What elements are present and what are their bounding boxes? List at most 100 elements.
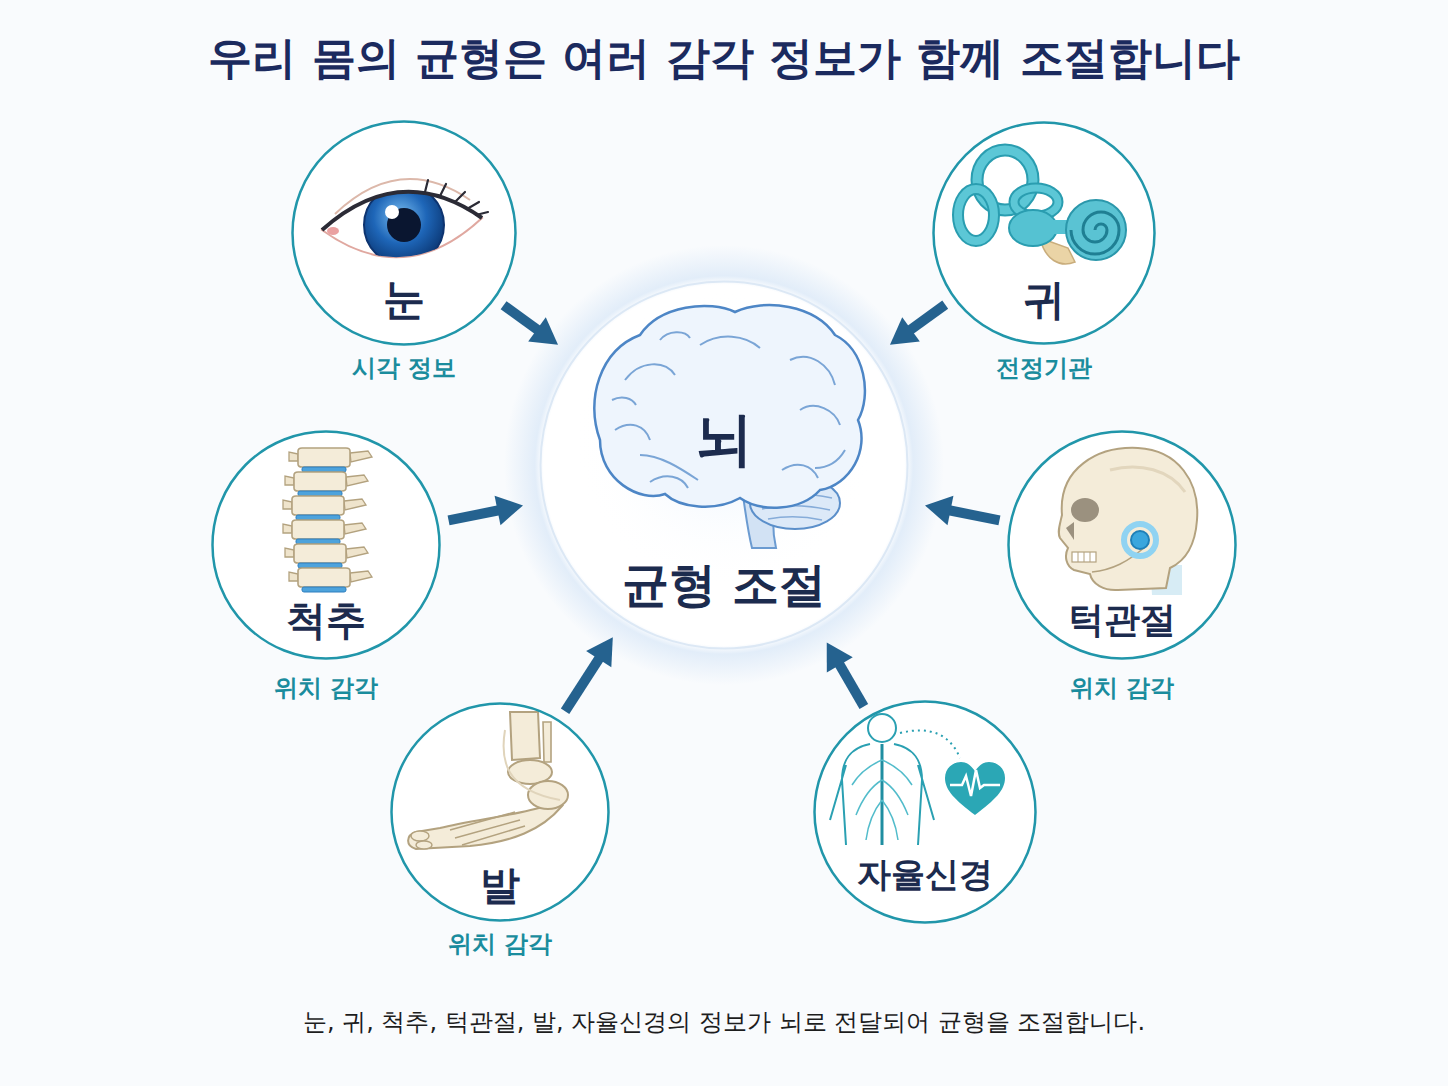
node-sublabel: 위치 감각 — [1070, 674, 1174, 703]
nerve-illustration — [830, 714, 1005, 845]
brain-illustration — [612, 332, 845, 488]
circle-ground — [932, 121, 1156, 345]
sense-circle: 턱관절위치 감각 — [1007, 430, 1237, 660]
circle-ground — [813, 700, 1037, 924]
spine-illustration — [283, 448, 372, 592]
eye-illustration — [385, 205, 399, 219]
title-band: 우리 몸의 균형은 여러 감각 정보가 함께 조절합니다 — [0, 32, 1448, 85]
inner-ear-illustration — [1009, 210, 1057, 246]
skull-illustration — [1131, 531, 1149, 549]
circle-outline — [213, 432, 440, 659]
nerve-illustration — [945, 762, 1005, 815]
skull-illustration — [1072, 552, 1096, 562]
skull-illustration — [1059, 448, 1198, 590]
signal-arrow — [565, 637, 613, 711]
arrow-head — [495, 496, 523, 525]
signal-arrow — [504, 305, 558, 344]
spine-illustration — [289, 448, 372, 472]
arrow-shaft — [908, 305, 945, 332]
inner-ear-illustration — [1071, 212, 1119, 254]
foot-illustration — [504, 730, 560, 800]
foot-illustration — [416, 841, 432, 849]
signal-arrow — [925, 496, 999, 525]
circle-ground — [211, 430, 441, 660]
eye-illustration — [425, 180, 488, 215]
node-sublabel: 위치 감각 — [274, 674, 378, 703]
sense-circle: 눈시각 정보 — [291, 120, 517, 346]
hub-glow — [504, 245, 944, 685]
arrow-shaft — [838, 661, 864, 706]
foot-illustration — [528, 781, 568, 809]
signal-arrow — [827, 642, 864, 706]
spine-illustration — [285, 472, 368, 496]
skull-illustration — [1092, 546, 1146, 572]
circle-ground — [1007, 430, 1237, 660]
arrow-shaft — [565, 656, 601, 711]
nerve-illustration — [868, 714, 896, 742]
arrow-shaft — [947, 510, 1000, 521]
sense-circle: 척추위치 감각 — [211, 430, 441, 660]
inner-ear-illustration — [958, 189, 994, 241]
circle-outline — [392, 704, 609, 921]
diagram-title: 우리 몸의 균형은 여러 감각 정보가 함께 조절합니다 — [208, 32, 1239, 85]
spine-illustration — [283, 520, 366, 544]
brain-illustration — [594, 305, 865, 508]
nerve-illustration — [852, 760, 912, 840]
nerve-illustration — [950, 770, 1000, 796]
node-label: 눈 — [383, 275, 425, 325]
node-label: 자율신경 — [857, 854, 993, 895]
circle-ground — [390, 702, 610, 922]
sense-circle: 귀전정기관 — [932, 121, 1156, 345]
circle-outline — [293, 122, 516, 345]
arrow-shaft — [504, 305, 541, 332]
foot-illustration — [543, 722, 551, 762]
hub-glow — [504, 245, 944, 685]
eye-illustration — [327, 227, 339, 235]
inner-ear-illustration — [1066, 200, 1126, 260]
signal-arrow — [449, 496, 523, 525]
inner-ear-illustration — [958, 150, 1126, 264]
skull-illustration — [1059, 448, 1198, 595]
skull-illustration — [1078, 552, 1090, 562]
diagram-caption: 눈, 귀, 척추, 턱관절, 발, 자율신경의 정보가 뇌로 전달되어 균형을 … — [303, 1008, 1145, 1037]
arrow-shaft — [449, 510, 502, 521]
brain-hub: 뇌균형 조절 — [539, 280, 909, 650]
node-label: 귀 — [1023, 275, 1065, 325]
node-sublabel: 위치 감각 — [448, 930, 552, 959]
arrow-head — [528, 317, 558, 344]
node-label: 척추 — [286, 596, 366, 644]
node-label: 뇌 — [695, 405, 753, 475]
caption-band: 눈, 귀, 척추, 턱관절, 발, 자율신경의 정보가 뇌로 전달되어 균형을 … — [0, 1008, 1448, 1037]
foot-illustration — [408, 806, 562, 849]
inner-ear-illustration — [958, 189, 994, 241]
hub-glow — [574, 290, 874, 590]
node-sublabel: 시각 정보 — [352, 354, 456, 383]
node-sublabel: 전정기관 — [996, 354, 1092, 383]
nerve-illustration — [900, 730, 960, 758]
sense-circle: 자율신경 — [813, 700, 1037, 924]
arrow-head — [827, 642, 853, 672]
node-sublabel: 균형 조절 — [622, 557, 826, 614]
foot-illustration — [408, 712, 568, 849]
signal-arrow — [890, 305, 945, 345]
arrow-head — [925, 496, 953, 525]
circle-ground — [291, 120, 517, 346]
spine-illustration — [283, 496, 366, 520]
spine-illustration — [285, 544, 368, 568]
skull-illustration — [1071, 498, 1099, 522]
spine-illustration — [289, 568, 372, 592]
nerve-illustration — [881, 744, 884, 845]
node-label: 턱관절 — [1068, 599, 1176, 642]
foot-illustration — [510, 712, 540, 760]
brain-illustration — [594, 305, 865, 548]
eye-illustration — [322, 179, 488, 265]
circle-outline — [1009, 432, 1236, 659]
circle-outline — [815, 702, 1036, 923]
node-label: 발 — [480, 861, 520, 909]
nerve-illustration — [830, 744, 934, 845]
skull-illustration — [1066, 522, 1074, 540]
circle-outline — [934, 123, 1155, 344]
